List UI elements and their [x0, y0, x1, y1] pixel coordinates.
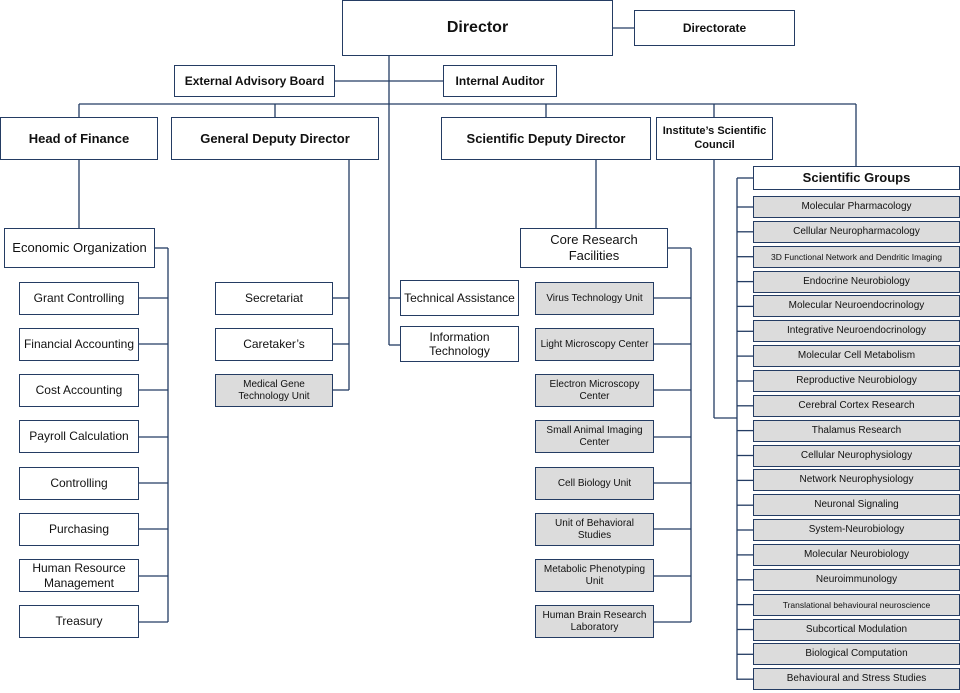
finance-item: Financial Accounting — [19, 328, 139, 361]
director-box: Director — [342, 0, 613, 56]
finance-item: Payroll Calculation — [19, 420, 139, 453]
head-of-finance-box: Head of Finance — [0, 117, 158, 160]
scientific-group-item: Molecular Pharmacology — [753, 196, 960, 218]
scientific-group-item: Integrative Neuroendocrinology — [753, 320, 960, 343]
scientific-group-item: Endocrine Neurobiology — [753, 270, 960, 293]
secretariat-box: Secretariat — [215, 282, 333, 315]
external-advisory-board-box: External Advisory Board — [174, 65, 335, 97]
core-facility-item: Metabolic Phenotyping Unit — [535, 559, 654, 592]
scientific-groups-box: Scientific Groups — [753, 166, 960, 190]
core-facility-item: Unit of Behavioral Studies — [535, 513, 654, 546]
scientific-deputy-director-box: Scientific Deputy Director — [441, 117, 651, 160]
core-research-facilities-box: Core Research Facilities — [520, 228, 668, 268]
finance-item: Grant Controlling — [19, 282, 139, 315]
scientific-group-item: Network Neurophysiology — [753, 469, 960, 492]
finance-item: Human Resource Management — [19, 559, 139, 592]
scientific-group-item: Translational behavioural neuroscience — [753, 593, 960, 616]
scientific-group-item: Subcortical Modulation — [753, 618, 960, 641]
core-facility-item: Virus Technology Unit — [535, 282, 654, 315]
finance-item: Purchasing — [19, 513, 139, 546]
information-technology-box: Information Technology — [400, 326, 519, 362]
finance-item: Treasury — [19, 605, 139, 638]
scientific-group-item: Cellular Neuropharmacology — [753, 220, 960, 243]
scientific-group-item: 3D Functional Network and Dendritic Imag… — [753, 245, 960, 268]
finance-item: Controlling — [19, 467, 139, 500]
scientific-group-item: Thalamus Research — [753, 419, 960, 442]
caretakers-box: Caretaker’s — [215, 328, 333, 361]
scientific-group-item: Neuroimmunology — [753, 568, 960, 591]
scientific-group-item: Cellular Neurophysiology — [753, 444, 960, 467]
scientific-group-item: Reproductive Neurobiology — [753, 370, 960, 392]
technical-assistance-box: Technical Assistance — [400, 280, 519, 316]
scientific-group-item: Cerebral Cortex Research — [753, 394, 960, 417]
scientific-group-item: System-Neurobiology — [753, 519, 960, 541]
scientific-group-item: Molecular Neuroendocrinology — [753, 295, 960, 318]
core-facility-item: Small Animal Imaging Center — [535, 420, 654, 453]
core-facility-item: Light Microscopy Center — [535, 328, 654, 361]
core-facility-item: Human Brain Research Laboratory — [535, 605, 654, 638]
general-deputy-director-box: General Deputy Director — [171, 117, 379, 160]
scientific-group-item: Neuronal Signaling — [753, 494, 960, 517]
economic-organization-box: Economic Organization — [4, 228, 155, 268]
scientific-group-item: Biological Computation — [753, 643, 960, 666]
institutes-scientific-council-box: Institute’s Scientific Council — [656, 117, 773, 160]
directorate-box: Directorate — [634, 10, 795, 46]
medical-gene-technology-unit-box: Medical Gene Technology Unit — [215, 374, 333, 407]
scientific-group-item: Behavioural and Stress Studies — [753, 668, 960, 691]
core-facility-item: Electron Microscopy Center — [535, 374, 654, 407]
scientific-group-item: Molecular Neurobiology — [753, 543, 960, 566]
core-facility-item: Cell Biology Unit — [535, 467, 654, 500]
finance-item: Cost Accounting — [19, 374, 139, 407]
scientific-group-item: Molecular Cell Metabolism — [753, 345, 960, 368]
internal-auditor-box: Internal Auditor — [443, 65, 557, 97]
